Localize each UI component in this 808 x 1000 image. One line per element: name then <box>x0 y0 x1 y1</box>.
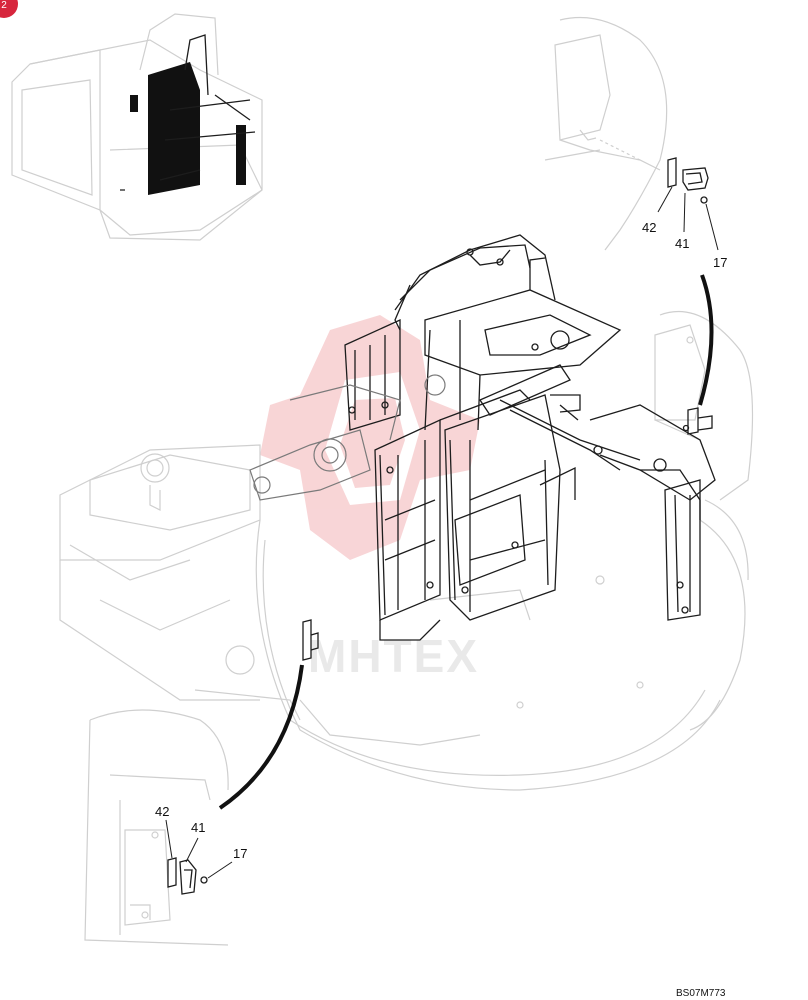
part-41-hook-lower <box>179 859 197 895</box>
inset-highlight-panel <box>148 62 200 195</box>
counterweight-mid-outline <box>654 311 754 501</box>
counterweight-upper-outline <box>544 16 668 251</box>
callout-42-lower: 42 <box>155 804 169 819</box>
part-17-bolt-lower <box>200 876 208 884</box>
overview-inset <box>11 13 263 241</box>
upper-mount-group: 42 41 17 <box>642 157 727 435</box>
watermark-text: MHTEX <box>308 630 479 682</box>
assembly-arrow-lower <box>218 664 304 810</box>
callout-41-upper: 41 <box>675 236 689 251</box>
page-badge: 2 <box>0 0 18 18</box>
lower-mount-group: 42 41 17 <box>155 619 319 895</box>
badge-circle <box>0 0 18 18</box>
part-41-hook-upper <box>682 167 709 191</box>
part-42-plate-lower <box>167 857 177 888</box>
counterweight-lower-outline <box>84 709 229 946</box>
callout-42-upper: 42 <box>642 220 656 235</box>
part-17-bolt-upper <box>700 196 708 204</box>
watermark-logo <box>260 315 480 560</box>
drawing-code: BS07M773 <box>676 988 726 999</box>
callout-17-lower: 17 <box>233 846 247 861</box>
assembly-arrow-upper <box>698 274 714 406</box>
callout-17-upper: 17 <box>713 255 727 270</box>
frame-assembly <box>249 234 716 641</box>
callout-41-lower: 41 <box>191 820 205 835</box>
machine-body-outline <box>59 444 749 791</box>
badge-number: 2 <box>1 0 7 11</box>
part-42-plate-upper <box>667 157 677 188</box>
